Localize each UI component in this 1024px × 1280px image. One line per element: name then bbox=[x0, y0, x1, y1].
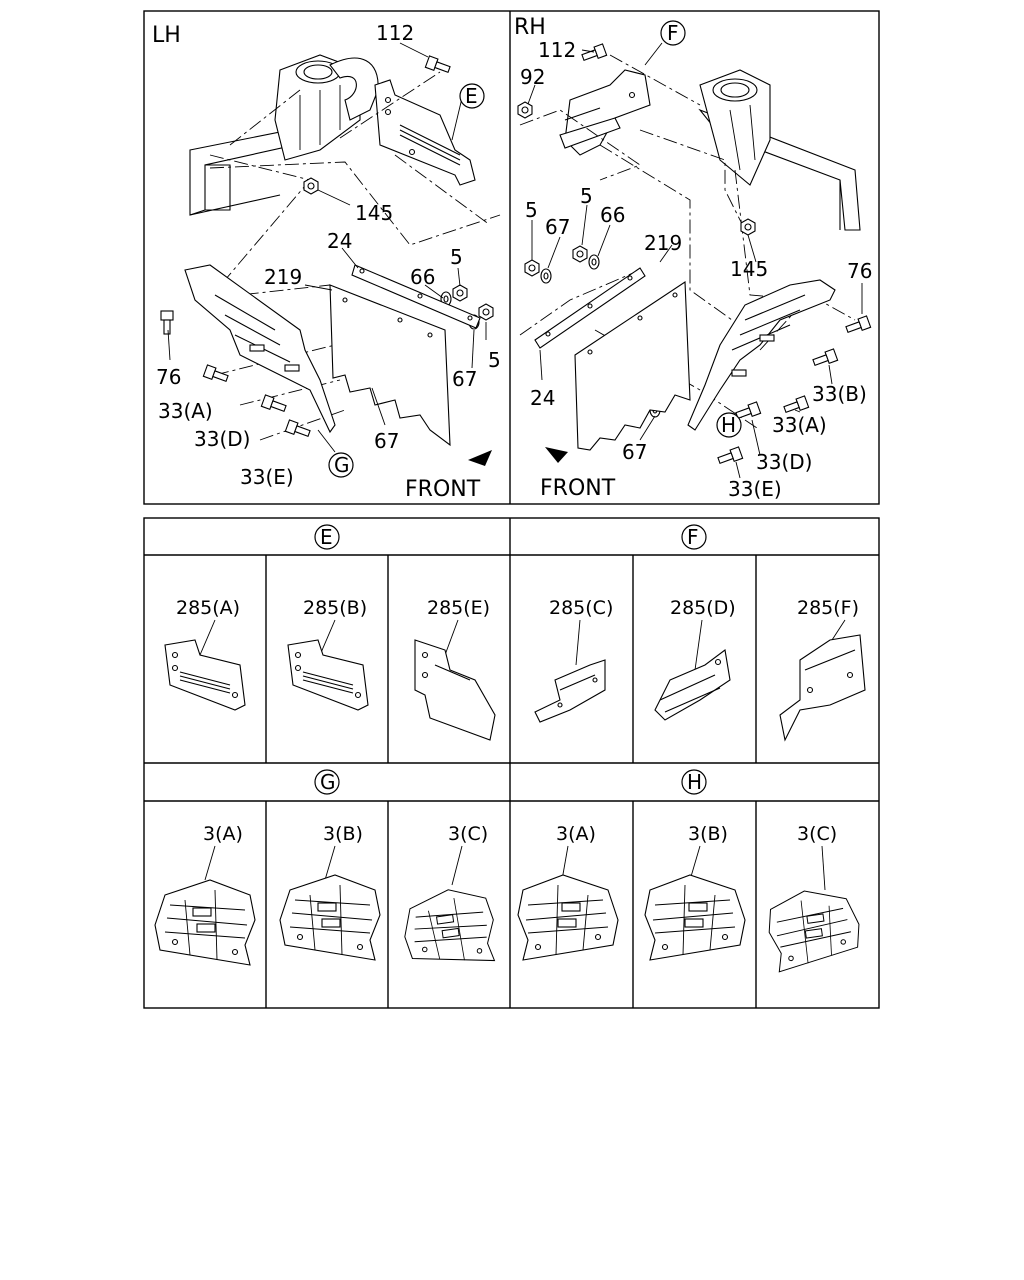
group-E-header: E bbox=[320, 525, 333, 549]
lh-callout: 67 bbox=[374, 429, 399, 453]
detail-cell-285E: 285(E) bbox=[414, 597, 496, 741]
lh-bracket-E bbox=[374, 79, 476, 186]
lh-callout: 76 bbox=[156, 365, 181, 389]
group-G-header: G bbox=[320, 770, 336, 794]
part-label: 285(B) bbox=[303, 597, 367, 619]
rh-callout: 145 bbox=[730, 257, 768, 281]
part-label: 285(F) bbox=[797, 597, 859, 619]
detail-cell-285C: 285(C) bbox=[534, 597, 613, 723]
rh-callout: 112 bbox=[538, 38, 576, 62]
rh-mudguard bbox=[574, 281, 691, 451]
group-F-header: F bbox=[687, 525, 699, 549]
lh-front-label: FRONT bbox=[405, 477, 481, 502]
lh-circled-G: G bbox=[334, 453, 350, 477]
rh-callout: 5 bbox=[525, 198, 538, 222]
part-label: 3(C) bbox=[797, 823, 837, 845]
lh-callout: 33(D) bbox=[194, 427, 250, 451]
part-label: 285(A) bbox=[176, 597, 240, 619]
part-label: 3(B) bbox=[323, 823, 363, 845]
rh-front-label: FRONT bbox=[540, 476, 616, 501]
detail-cell-285B: 285(B) bbox=[287, 597, 369, 711]
rh-callout: 33(B) bbox=[812, 382, 867, 406]
part-label: 3(B) bbox=[688, 823, 728, 845]
detail-cell-H-3A: 3(A) bbox=[517, 823, 619, 961]
rh-side-label: RH bbox=[514, 15, 546, 40]
rh-callout: 33(A) bbox=[772, 413, 827, 437]
part-label: 3(A) bbox=[556, 823, 596, 845]
rh-callout: 5 bbox=[580, 184, 593, 208]
lh-callout: 33(A) bbox=[158, 399, 213, 423]
lh-callout: 5 bbox=[488, 348, 501, 372]
rh-callout: 76 bbox=[847, 259, 872, 283]
detail-cell-285F: 285(F) bbox=[779, 597, 866, 742]
lh-bracket-G bbox=[184, 264, 336, 434]
lh-callout: 33(E) bbox=[240, 465, 294, 489]
detail-cell-285D: 285(D) bbox=[654, 597, 736, 721]
lh-side-label: LH bbox=[152, 23, 181, 48]
part-label: 285(E) bbox=[427, 597, 490, 619]
lh-callout: 67 bbox=[452, 367, 477, 391]
lh-panel: LH bbox=[152, 21, 501, 502]
detail-cell-H-3B: 3(B) bbox=[644, 823, 746, 961]
lh-callout: 112 bbox=[376, 21, 414, 45]
rh-callout: 219 bbox=[644, 231, 682, 255]
detail-cell-G-3B: 3(B) bbox=[279, 823, 381, 961]
group-H-header: H bbox=[687, 770, 702, 794]
rh-callout: 67 bbox=[622, 440, 647, 464]
part-label: 285(C) bbox=[549, 597, 613, 619]
lh-mudguard bbox=[329, 284, 451, 447]
lh-circled-E: E bbox=[465, 84, 478, 108]
rh-panel: RH bbox=[514, 15, 872, 501]
part-label: 3(C) bbox=[448, 823, 488, 845]
lh-frame-rail bbox=[189, 54, 379, 216]
rh-callout: 24 bbox=[530, 386, 555, 410]
lh-callout: 145 bbox=[355, 201, 393, 225]
detail-cell-G-3C: 3(C) bbox=[398, 823, 500, 973]
rh-bracket-H bbox=[687, 279, 836, 431]
detail-cell-285A: 285(A) bbox=[164, 597, 246, 711]
rh-callout: 66 bbox=[600, 203, 625, 227]
rh-circled-H: H bbox=[721, 413, 736, 437]
detail-cell-G-3A: 3(A) bbox=[154, 823, 256, 966]
detail-cell-H-3C: 3(C) bbox=[763, 823, 865, 973]
rh-callout: 33(E) bbox=[728, 477, 782, 501]
rh-bracket-F bbox=[559, 69, 651, 156]
rh-callout: 92 bbox=[520, 65, 545, 89]
top-panels-frame bbox=[143, 10, 880, 505]
rh-callout: 33(D) bbox=[756, 450, 812, 474]
lh-callout: 66 bbox=[410, 265, 435, 289]
rh-circled-F: F bbox=[667, 21, 679, 45]
lh-callout: 24 bbox=[327, 229, 352, 253]
part-label: 3(A) bbox=[203, 823, 243, 845]
lh-callout: 5 bbox=[450, 245, 463, 269]
rh-callout: 67 bbox=[545, 215, 570, 239]
rh-frame-rail bbox=[698, 69, 861, 231]
lh-callout: 219 bbox=[264, 265, 302, 289]
part-label: 285(D) bbox=[670, 597, 736, 619]
